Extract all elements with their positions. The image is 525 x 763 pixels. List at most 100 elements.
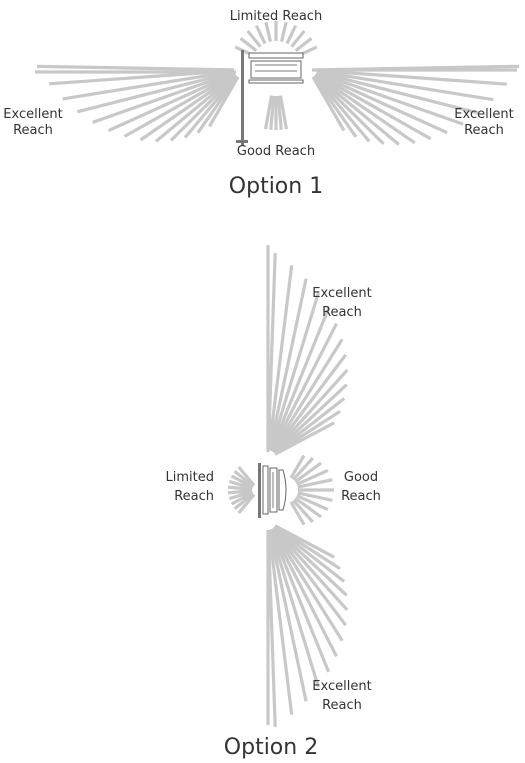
option-2-left-label-line2: Reach bbox=[174, 489, 214, 504]
option-1-fixture-icon bbox=[236, 50, 304, 146]
reach-ray bbox=[290, 29, 306, 48]
reach-ray bbox=[315, 71, 448, 135]
reach-ray bbox=[62, 69, 235, 101]
option-2-fixture-icon bbox=[258, 463, 287, 518]
reach-ray bbox=[267, 529, 294, 715]
reach-ray bbox=[278, 95, 288, 130]
reach-ray bbox=[316, 69, 507, 86]
reach-ray bbox=[227, 485, 253, 491]
reach-ray bbox=[273, 525, 346, 583]
reach-ray bbox=[316, 70, 479, 115]
reach-ray bbox=[285, 24, 298, 45]
reach-ray bbox=[292, 456, 314, 481]
reach-ray bbox=[230, 491, 254, 506]
reach-ray bbox=[270, 527, 344, 642]
reach-ray bbox=[107, 71, 236, 133]
reach-ray bbox=[254, 24, 267, 45]
option-2-left-label-line1: Limited bbox=[166, 470, 214, 485]
option-1-caption: Option 1 bbox=[229, 174, 323, 199]
reach-ray bbox=[294, 496, 323, 519]
reach-ray bbox=[266, 529, 277, 727]
reach-ray bbox=[183, 75, 239, 139]
reach-ray bbox=[246, 29, 262, 48]
reach-ray bbox=[316, 64, 520, 72]
option-1-right-label-line1: Excellent bbox=[454, 107, 513, 122]
reach-ray bbox=[273, 525, 341, 571]
reach-ray bbox=[274, 524, 335, 559]
reach-ray bbox=[269, 528, 331, 673]
option-2-top-right-label-line1: Excellent bbox=[312, 286, 371, 301]
reach-ray bbox=[268, 292, 320, 451]
option-1-reach-rays bbox=[35, 21, 520, 146]
option-1-right-label-line2: Reach bbox=[464, 123, 504, 138]
reach-ray bbox=[269, 307, 331, 452]
reach-ray bbox=[294, 37, 313, 52]
reach-ray bbox=[272, 526, 349, 611]
reach-ray bbox=[314, 73, 416, 145]
reach-ray bbox=[233, 469, 255, 488]
reach-ray bbox=[196, 75, 239, 134]
option-2-reach-rays bbox=[227, 245, 349, 727]
reach-ray bbox=[264, 95, 274, 130]
reach-ray bbox=[316, 69, 494, 102]
reach-ray bbox=[296, 494, 329, 512]
reach-ray bbox=[154, 73, 237, 143]
option-2-caption: Option 2 bbox=[224, 735, 318, 760]
reach-ray bbox=[272, 383, 348, 454]
option-2-bottom-right-label-line2: Reach bbox=[322, 698, 362, 713]
reach-ray bbox=[314, 73, 400, 146]
reach-ray bbox=[268, 529, 320, 688]
reach-ray bbox=[274, 421, 335, 456]
reach-ray bbox=[272, 526, 348, 597]
reach-ray bbox=[315, 72, 432, 141]
reach-ray bbox=[272, 369, 349, 454]
reach-ray bbox=[267, 265, 294, 451]
option-1-top-label: Limited Reach bbox=[230, 9, 322, 24]
reach-ray bbox=[36, 64, 235, 72]
reach-ray bbox=[289, 501, 306, 526]
reach-ray bbox=[270, 338, 344, 453]
reach-ray bbox=[76, 70, 235, 114]
reach-ray bbox=[269, 95, 276, 130]
reach-ray bbox=[239, 37, 258, 52]
reach-ray bbox=[297, 478, 333, 489]
reach-ray bbox=[271, 527, 347, 627]
reach-ray bbox=[268, 278, 308, 451]
reach-ray bbox=[315, 71, 464, 126]
reach-ray bbox=[292, 499, 314, 524]
reach-ray bbox=[294, 461, 323, 484]
reach-ray bbox=[280, 21, 288, 42]
reach-ray bbox=[49, 69, 235, 86]
reach-ray bbox=[296, 468, 329, 486]
reach-ray bbox=[228, 490, 253, 501]
reach-ray bbox=[273, 397, 346, 455]
reach-ray bbox=[276, 95, 283, 130]
reach-ray bbox=[208, 76, 240, 128]
reach-ray bbox=[169, 74, 238, 142]
reach-ray bbox=[268, 529, 308, 702]
option-1-left-label-line2: Reach bbox=[13, 123, 53, 138]
reach-ray bbox=[273, 409, 341, 455]
option-2-right-label-line1: Good bbox=[344, 470, 378, 485]
reach-ray bbox=[313, 74, 385, 146]
reach-ray bbox=[270, 528, 338, 658]
reach-ray bbox=[312, 75, 371, 143]
reach-ray bbox=[228, 479, 253, 490]
reach-ray bbox=[230, 474, 254, 489]
option-1-left-label-line1: Excellent bbox=[3, 107, 62, 122]
reach-ray bbox=[92, 71, 236, 124]
reach-ray bbox=[233, 492, 255, 511]
reach-ray bbox=[227, 489, 253, 495]
reach-ray bbox=[271, 353, 347, 453]
option-2-diagram: Excellent Reach Limited Reach Good Reach… bbox=[166, 245, 381, 760]
option-2-top-right-label-line2: Reach bbox=[322, 305, 362, 320]
reach-ray bbox=[270, 322, 338, 452]
reach-ray bbox=[297, 491, 333, 502]
reach-ray bbox=[237, 493, 256, 515]
option-1-bottom-label: Good Reach bbox=[237, 144, 315, 159]
reach-ray bbox=[311, 76, 346, 132]
reach-ray bbox=[264, 21, 272, 42]
reach-ray bbox=[123, 72, 236, 138]
reach-ray bbox=[312, 75, 358, 138]
